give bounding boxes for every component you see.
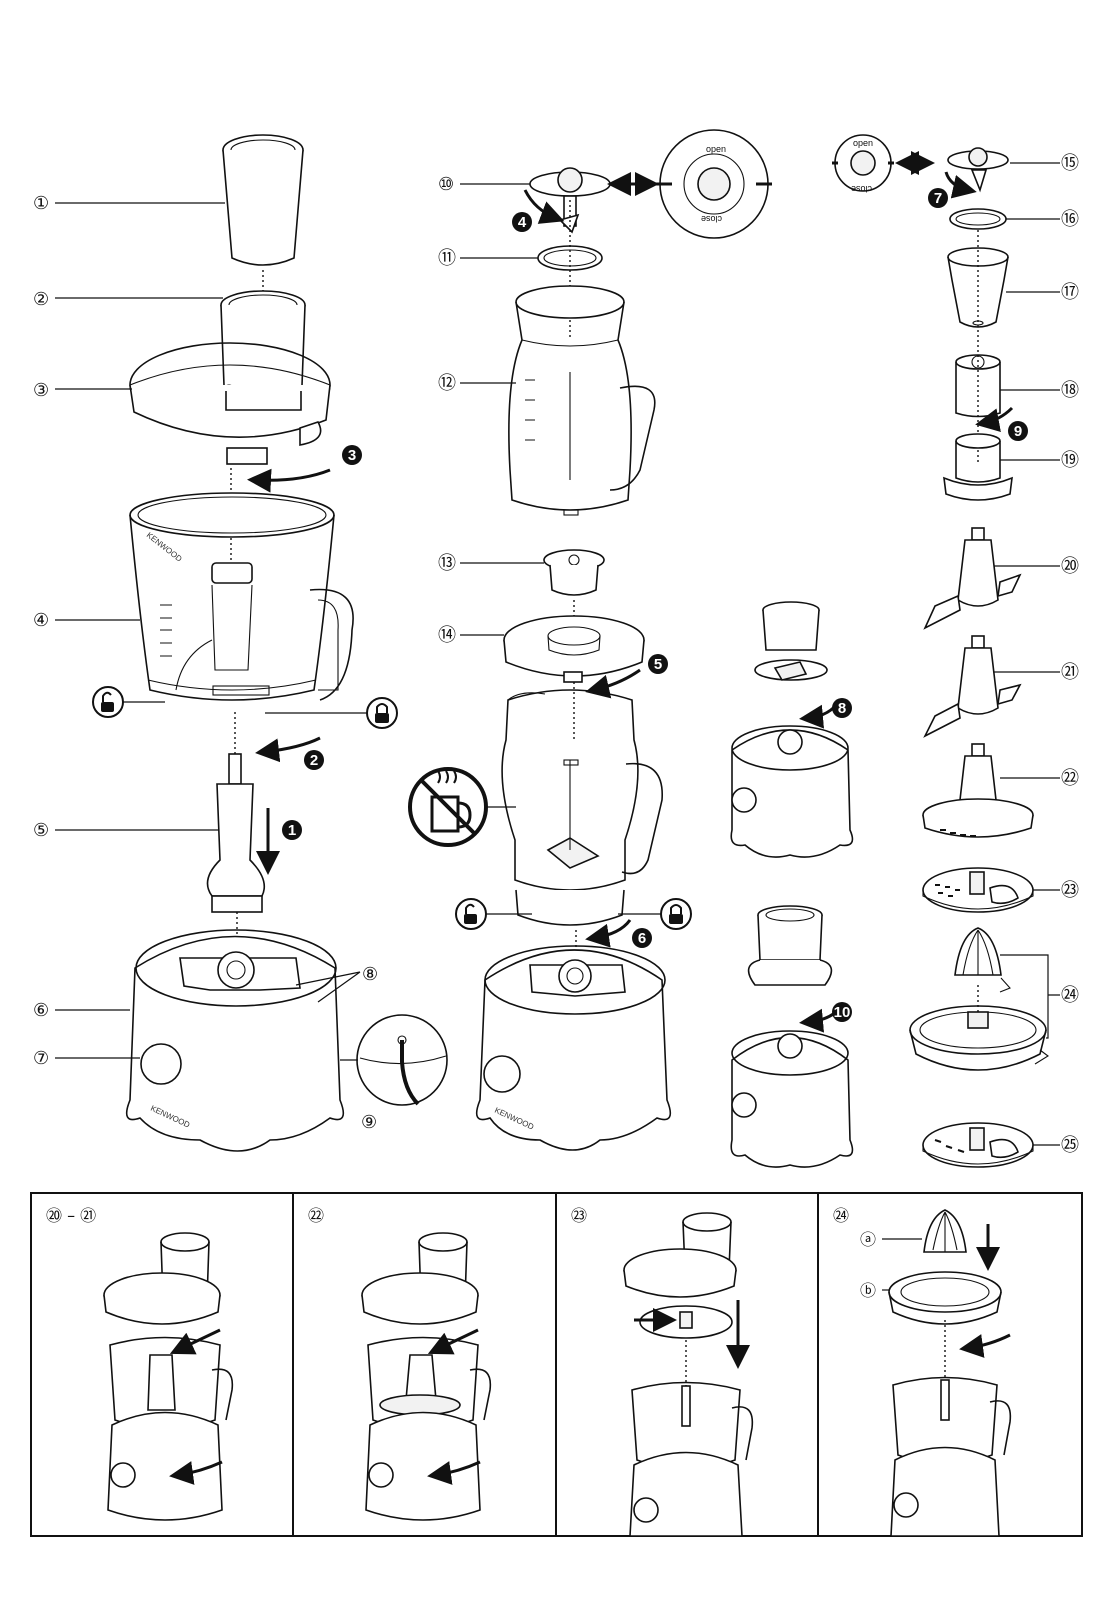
panel-title-1: ⑳ – ㉑	[46, 1206, 96, 1225]
sub-label-a: ⓐ	[860, 1230, 876, 1249]
part-label-6: ⑥	[33, 1000, 49, 1021]
panel-disc-assembly	[623, 1212, 754, 1537]
grating-disc	[922, 1122, 1034, 1168]
panel-title-2: ㉒	[308, 1206, 324, 1225]
bowl: KENWOOD	[129, 492, 354, 701]
part-label-1: ①	[33, 193, 49, 214]
svg-text:8: 8	[838, 700, 846, 717]
mill-sealing-ring	[949, 208, 1007, 230]
sub-label-b: ⓑ	[860, 1281, 876, 1300]
step-3-badge: 3	[342, 445, 362, 465]
step-2-badge: 2	[304, 750, 324, 770]
mill-on-base	[730, 601, 854, 858]
chopper-on-base	[730, 905, 854, 1168]
blender-jar-inverted	[508, 285, 656, 516]
svg-text:3: 3	[348, 447, 356, 464]
lid	[129, 342, 331, 465]
step-1-badge: 1	[282, 820, 302, 840]
blender-blade-unit	[529, 167, 611, 234]
motor-base-blender: KENWOOD	[475, 945, 672, 1151]
cord-storage-detail	[356, 1014, 448, 1106]
part-label-19: ⑲	[1061, 450, 1079, 471]
step-7-badge: 7	[928, 188, 948, 208]
part-label-20: ⑳	[1061, 556, 1079, 577]
panel-emulsifier-assembly	[361, 1232, 492, 1521]
part-label-16: ⑯	[1061, 209, 1079, 230]
part-label-14: ⑭	[438, 625, 456, 646]
pusher	[222, 134, 304, 266]
no-hot-liquids-icon	[408, 767, 488, 847]
part-label-23: ㉓	[1061, 880, 1079, 901]
knife-blade	[923, 527, 1022, 630]
open-label: open	[706, 144, 726, 154]
svg-text:2: 2	[310, 752, 318, 769]
part-label-4: ④	[33, 610, 49, 631]
motor-base: KENWOOD	[125, 929, 345, 1152]
part-label-18: ⑱	[1061, 380, 1079, 401]
part-label-17: ⑰	[1061, 282, 1079, 303]
citrus-juicer	[909, 927, 1049, 1071]
panel-juicer-assembly: ⓐ ⓑ	[860, 1209, 1012, 1537]
svg-text:1: 1	[288, 822, 296, 839]
dough-tool	[923, 635, 1022, 738]
usage-panels	[30, 1192, 1083, 1537]
part-label-25: ㉕	[1061, 1135, 1079, 1156]
panel-title-4: ㉔	[833, 1206, 849, 1225]
part-label-22: ㉒	[1061, 768, 1079, 789]
part-label-11: ⑪	[438, 248, 456, 269]
svg-text:6: 6	[638, 930, 646, 947]
emulsifying-tool	[922, 743, 1034, 838]
svg-text:5: 5	[654, 656, 662, 673]
part-label-24: ㉔	[1061, 985, 1079, 1006]
blender-jar-assembled	[501, 689, 663, 926]
svg-text:9: 9	[1014, 423, 1022, 440]
part-label-5: ⑤	[33, 820, 49, 841]
brand-text: KENWOOD	[145, 530, 184, 563]
lock-closed-icon	[366, 697, 398, 729]
open-label: open	[853, 138, 873, 148]
close-label: close	[851, 184, 872, 194]
blender-lid	[503, 615, 645, 683]
part-label-15: ⑮	[1061, 153, 1079, 174]
svg-text:4: 4	[518, 214, 527, 231]
lock-closed-icon	[660, 898, 692, 930]
svg-text:10: 10	[834, 1004, 851, 1021]
filler-cap	[543, 549, 605, 596]
lock-open-icon	[92, 686, 124, 718]
part-label-7: ⑦	[33, 1048, 49, 1069]
part-label-2: ②	[33, 289, 49, 310]
mill-base-top-view: open close	[832, 134, 894, 194]
lock-open-icon	[455, 898, 487, 930]
panel-knife-assembly	[103, 1232, 234, 1521]
step-5-badge: 5	[648, 654, 668, 674]
panel-title-3: ㉓	[571, 1206, 587, 1225]
step-4-badge: 4	[512, 212, 532, 232]
step-9-badge: 9	[1008, 421, 1028, 441]
part-label-8: ⑧	[362, 964, 378, 985]
part-label-12: ⑫	[438, 373, 456, 394]
svg-text:7: 7	[934, 190, 942, 207]
slicing-disc	[922, 867, 1034, 913]
step-10-badge: 10	[832, 1002, 852, 1022]
part-label-13: ⑬	[438, 553, 456, 574]
part-label-9: ⑨	[361, 1112, 377, 1133]
blender-base-top-view: open close	[656, 129, 772, 239]
drive-shaft	[206, 753, 266, 913]
close-label: close	[701, 214, 722, 224]
step-6-badge: 6	[632, 928, 652, 948]
part-label-10: ⑩	[438, 174, 454, 195]
chopper-bowl	[943, 433, 1013, 501]
step-8-badge: 8	[832, 698, 852, 718]
mill-blade-unit	[947, 147, 1009, 193]
part-label-3: ③	[33, 380, 49, 401]
part-label-21: ㉑	[1061, 662, 1079, 683]
